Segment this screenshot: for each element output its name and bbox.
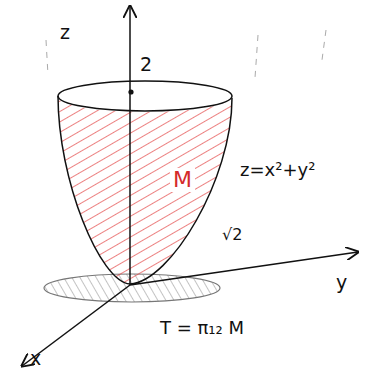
rim-ellipse [58,81,232,111]
y-axis [130,252,358,285]
surface-hatch [58,96,232,284]
height-dot [128,89,133,94]
extension-line [255,35,258,78]
projection-label: T = π₁₂ M [160,318,244,338]
extension-line [46,40,48,75]
axis-label: y [336,272,347,293]
height-label: 2 [140,54,152,75]
z-axis [129,6,131,285]
surface-label: M [170,168,195,192]
extension-line [322,30,326,60]
paraboloid-outline [58,96,232,284]
axis-label: x [30,348,41,369]
equation-label: z=x²+y² [240,160,315,180]
radius-label: √2 [222,226,242,244]
axis-label: z [60,22,70,43]
